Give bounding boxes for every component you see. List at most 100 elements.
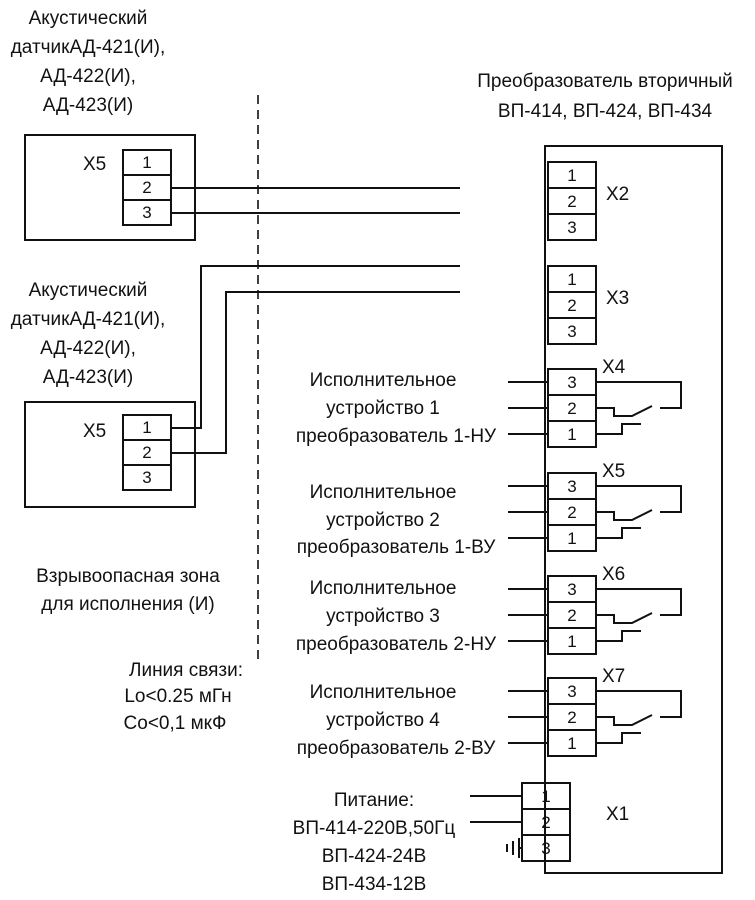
actuator2-line2: устройство 2 <box>326 510 440 531</box>
sensor-wiring <box>171 187 460 454</box>
actuator1-caption: Исполнительное устройство 1 преобразоват… <box>296 370 497 447</box>
sensor2-caption-line2: датчикАД-421(И), <box>11 309 166 330</box>
actuator1-line1: Исполнительное <box>310 370 457 391</box>
x3-pin-3-label: 3 <box>567 322 576 341</box>
actuator3-caption: Исполнительное устройство 3 преобразоват… <box>296 578 497 655</box>
sensor1-caption-line2: датчикАД-421(И), <box>11 37 166 58</box>
power-caption-line1: Питание: <box>334 790 414 811</box>
sensor2-caption-line1: Акустический <box>29 280 148 301</box>
x4-pin-3-label: 3 <box>567 373 576 392</box>
converter-x3-block: 1 2 3 X3 <box>547 265 629 345</box>
actuator2-caption: Исполнительное устройство 2 преобразоват… <box>297 482 497 558</box>
x3-pin-1-label: 1 <box>567 270 576 289</box>
x2-label: X2 <box>606 184 629 205</box>
link-caption-line1: Линия связи: <box>129 660 243 681</box>
x7-label: X7 <box>602 666 625 687</box>
actuator4-caption: Исполнительное устройство 4 преобразоват… <box>297 682 497 759</box>
x2-pin-1-label: 1 <box>567 166 576 185</box>
zone-caption-line1: Взрывоопасная зона <box>36 566 220 587</box>
actuator2-line1: Исполнительное <box>310 482 457 503</box>
x7-relay-contact <box>596 690 682 744</box>
sensor1-pin-3-label: 3 <box>142 203 151 222</box>
x4-label: X4 <box>602 357 626 378</box>
x4-pin-2-label: 2 <box>567 399 576 418</box>
x5-label: X5 <box>602 461 625 482</box>
sensor1-pin-2-label: 2 <box>142 178 151 197</box>
actuator4-line2: устройство 4 <box>326 710 440 731</box>
sensor2-pin-3 <box>122 464 172 491</box>
x6-label: X6 <box>602 564 625 585</box>
x5-relay-contact <box>596 485 682 539</box>
x3-pin-2-label: 2 <box>567 296 576 315</box>
link-caption-line3: Co<0,1 мкФ <box>124 713 227 734</box>
x5-pin-3-label: 3 <box>567 477 576 496</box>
converter-caption: Преобразователь вторичный ВП-414, ВП-424… <box>477 71 733 122</box>
actuator4-line1: Исполнительное <box>310 682 457 703</box>
x5-pin-2-label: 2 <box>567 503 576 522</box>
x1-pin-1-label: 1 <box>541 787 550 806</box>
x5-pin-1-label: 1 <box>567 529 576 548</box>
x2-pin-2-label: 2 <box>567 192 576 211</box>
sensor2-pin-3-label: 3 <box>142 468 151 487</box>
x1-label: X1 <box>606 804 629 825</box>
power-caption-line3: ВП-424-24В <box>322 846 427 867</box>
actuator1-line2: устройство 1 <box>326 398 440 419</box>
sensor1-pin-1-label: 1 <box>142 153 151 172</box>
sensor2-caption-line4: АД-423(И) <box>43 367 134 388</box>
ground-icon <box>506 838 520 858</box>
sensor1-caption-line3: АД-422(И), <box>40 66 136 87</box>
x7-pin-3-label: 3 <box>567 682 576 701</box>
x1-pin-2-label: 2 <box>541 813 550 832</box>
x2-pin-3-label: 3 <box>567 218 576 237</box>
sensor2-pin-2-label: 2 <box>142 443 151 462</box>
sensor2-connector-label: X5 <box>83 421 106 442</box>
power-caption-line4: ВП-434-12В <box>322 874 427 895</box>
converter-x6-block: 3 2 1 X6 <box>547 564 682 655</box>
sensor1-caption-line4: АД-423(И) <box>43 95 134 116</box>
link-caption: Линия связи: Lo<0.25 мГн Co<0,1 мкФ <box>124 660 243 734</box>
x3-label: X3 <box>606 288 629 309</box>
x6-pin-1-label: 1 <box>567 632 576 651</box>
actuator3-line3: преобразователь 2-НУ <box>296 634 497 655</box>
actuator3-line2: устройство 3 <box>326 606 440 627</box>
wire-sensor2-pin2 <box>171 291 460 454</box>
x6-pin-3-label: 3 <box>567 580 576 599</box>
x3-pin-3 <box>547 317 597 345</box>
sensor2-terminal-block: 1 2 3 <box>122 414 172 491</box>
sensor1-caption: Акустический датчикАД-421(И), АД-422(И),… <box>11 8 166 116</box>
sensor1-caption-line1: Акустический <box>29 8 148 29</box>
sensor2-pin-1-label: 1 <box>142 418 151 437</box>
power-wiring <box>470 795 522 858</box>
sensor2-caption: Акустический датчикАД-421(И), АД-422(И),… <box>11 280 166 388</box>
x4-relay-contact <box>596 381 682 435</box>
sensor1-terminal-block: 1 2 3 <box>122 149 172 226</box>
converter-caption-line1: Преобразователь вторичный <box>477 71 733 92</box>
actuator4-line3: преобразователь 2-ВУ <box>297 738 497 759</box>
x7-pin-2-label: 2 <box>567 708 576 727</box>
actuator3-line1: Исполнительное <box>310 578 457 599</box>
x7-pin-1-label: 1 <box>567 734 576 753</box>
x1-pin-3-label: 3 <box>541 839 550 858</box>
sensor2-caption-line3: АД-422(И), <box>40 338 136 359</box>
converter-caption-line2: ВП-414, ВП-424, ВП-434 <box>498 101 713 122</box>
sensor2-box <box>24 401 196 508</box>
converter-x5-block: 3 2 1 X5 <box>547 461 682 552</box>
actuator-wiring <box>508 381 548 744</box>
converter-box <box>544 145 723 874</box>
x6-pin-2-label: 2 <box>567 606 576 625</box>
actuator1-line3: преобразователь 1-НУ <box>296 426 497 447</box>
power-caption: Питание: ВП-414-220В,50Гц ВП-424-24В ВП-… <box>293 790 456 895</box>
x4-pin-1-label: 1 <box>567 425 576 444</box>
converter-x1-block: 1 2 3 X1 <box>521 782 629 862</box>
converter-x4-block: 3 2 1 X4 <box>547 357 682 448</box>
converter-x7-block: 3 2 1 X7 <box>547 666 682 757</box>
zone-caption-line2: для исполнения (И) <box>41 594 214 615</box>
converter-x2-block: 1 2 3 X2 <box>547 161 629 241</box>
actuator2-line3: преобразователь 1-ВУ <box>297 537 497 558</box>
link-caption-line2: Lo<0.25 мГн <box>124 686 231 707</box>
wire-sensor2-pin1 <box>171 265 460 429</box>
sensor1-connector-label: X5 <box>83 154 106 175</box>
x6-relay-contact <box>596 588 682 642</box>
x2-pin-3 <box>547 213 597 241</box>
